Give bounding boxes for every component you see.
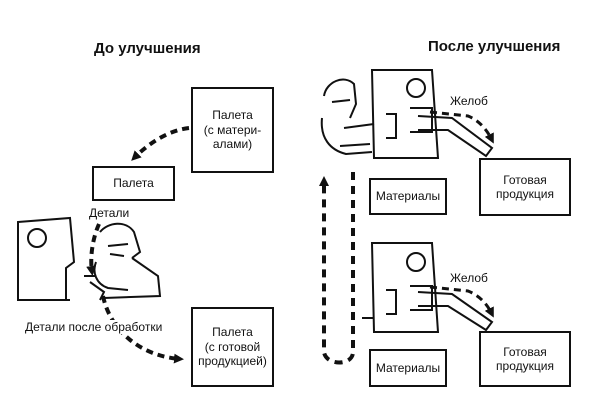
label-parts: Детали bbox=[89, 206, 130, 220]
label-chute-bottom: Желоб bbox=[450, 271, 488, 285]
box-pallet-empty: Палета bbox=[92, 166, 175, 201]
arrow-worker-loop bbox=[319, 172, 355, 365]
chute-top bbox=[417, 115, 494, 158]
machine-before bbox=[17, 216, 76, 301]
box-materials-bottom: Материалы bbox=[369, 349, 447, 387]
worker-before bbox=[84, 222, 162, 301]
machine-after-bottom bbox=[362, 242, 440, 333]
machine-after-top bbox=[370, 69, 440, 159]
worker-after-top bbox=[320, 78, 375, 156]
box-pallet-finished: Палета (с готовой продукцией) bbox=[191, 307, 274, 387]
label-chute-top: Желоб bbox=[450, 94, 488, 108]
heading-after: После улучшения bbox=[428, 38, 561, 55]
arrow-chute-top bbox=[429, 110, 494, 144]
arrows-before bbox=[86, 126, 190, 364]
box-finished-bottom: Готовая продукция bbox=[479, 331, 571, 387]
box-pallet-materials: Палета (с матери- алами) bbox=[191, 87, 274, 173]
arrow-chute-bottom bbox=[429, 285, 494, 318]
label-parts-after-processing: Детали после обработки bbox=[25, 320, 163, 334]
chute-bottom bbox=[417, 291, 494, 332]
box-finished-top: Готовая продукция bbox=[479, 158, 571, 216]
box-materials-top: Материалы bbox=[369, 178, 447, 215]
heading-before: До улучшения bbox=[94, 40, 201, 57]
